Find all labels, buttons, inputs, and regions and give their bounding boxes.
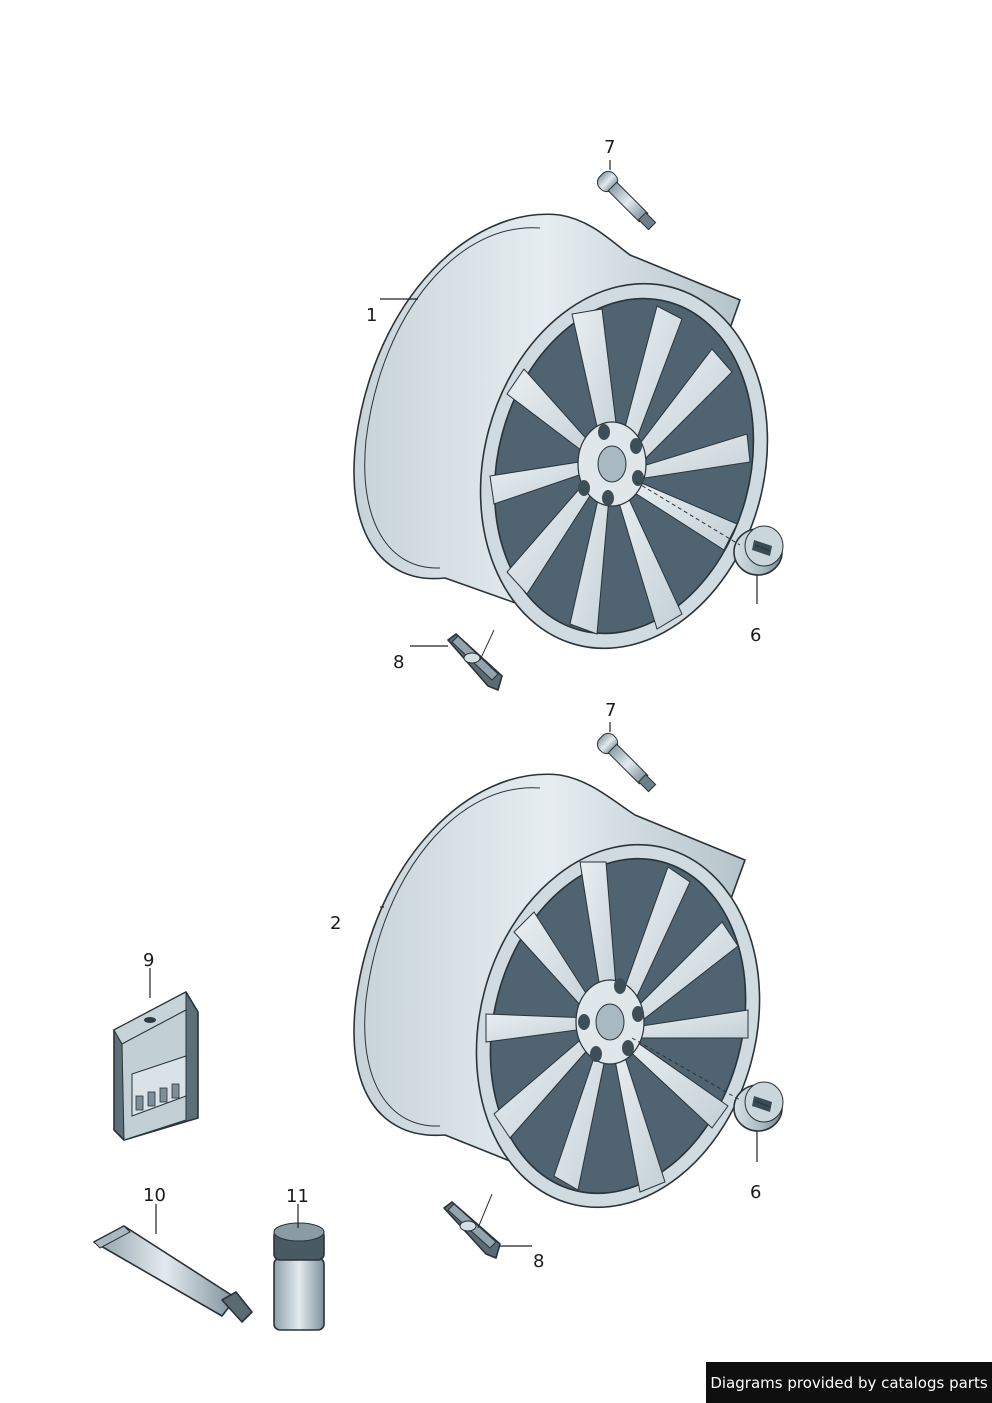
tire-pressure-sensor-top[interactable] <box>447 633 503 691</box>
bolt-set-bag[interactable] <box>113 991 199 1141</box>
callout-8-top[interactable]: 8 <box>393 652 404 673</box>
callout-6-bottom[interactable]: 6 <box>750 1182 761 1203</box>
center-cap-top[interactable] <box>733 525 784 576</box>
callout-10[interactable]: 10 <box>143 1185 166 1206</box>
callout-8-bottom[interactable]: 8 <box>533 1251 544 1272</box>
tire-pressure-sensor-bottom[interactable] <box>443 1201 501 1259</box>
footer-banner: Diagrams provided by catalogs parts <box>706 1362 992 1403</box>
alloy-wheel-top[interactable] <box>353 213 807 681</box>
callout-1[interactable]: 1 <box>366 305 377 326</box>
callout-9[interactable]: 9 <box>143 950 154 971</box>
callout-labels: 1 2 6 6 7 7 8 8 9 10 11 <box>143 137 761 1272</box>
callout-7-bottom[interactable]: 7 <box>605 700 616 721</box>
leader-lines <box>149 160 758 1247</box>
callout-6-top[interactable]: 6 <box>750 625 761 646</box>
footer-text: Diagrams provided by catalogs parts <box>710 1373 988 1392</box>
valve-stem-bottom[interactable] <box>594 730 659 795</box>
callout-7-top[interactable]: 7 <box>604 137 615 158</box>
spokes <box>489 305 751 635</box>
valve-stem-top[interactable] <box>594 168 659 233</box>
callout-11[interactable]: 11 <box>286 1186 309 1207</box>
alloy-wheel-bottom[interactable] <box>353 773 799 1239</box>
spray-can[interactable] <box>273 1222 325 1331</box>
spokes <box>485 861 749 1193</box>
center-cap-bottom[interactable] <box>733 1081 784 1132</box>
grease-tube[interactable] <box>93 1225 253 1323</box>
callout-2[interactable]: 2 <box>330 913 341 934</box>
